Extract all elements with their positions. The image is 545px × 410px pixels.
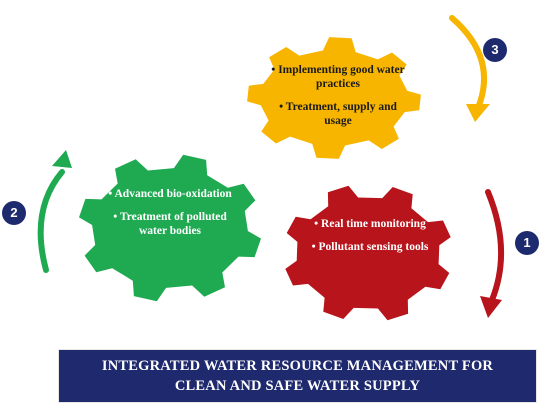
arrow-3-head <box>466 104 490 122</box>
arrow-1-curved <box>485 189 505 303</box>
title-banner: INTEGRATED WATER RESOURCE MANAGEMENT FOR… <box>58 349 537 403</box>
arrow-2-curved <box>37 169 65 273</box>
arrow-3-curved <box>449 15 487 111</box>
step-1-badge: 1 <box>515 231 539 255</box>
yellow-gear-text: • Implementing good water practices • Tr… <box>268 63 408 137</box>
yellow-gear <box>247 37 421 159</box>
red-gear-line-2: • Pollutant sensing tools <box>311 241 429 253</box>
green-gear <box>79 154 261 302</box>
step-3-badge: 3 <box>483 38 507 62</box>
green-gear-line-2: • Treatment of polluted water bodies <box>113 211 227 237</box>
arrow-1-head <box>480 296 502 318</box>
red-gear-text: • Real time monitoring • Pollutant sensi… <box>305 217 435 263</box>
red-gear <box>285 185 451 321</box>
arrow-2-head <box>52 150 72 168</box>
green-gear-line-1: • Advanced bio-oxidation <box>108 188 232 200</box>
step-2-badge: 2 <box>2 201 26 225</box>
yellow-gear-line-1: • Implementing good water practices <box>271 64 405 90</box>
yellow-gear-line-2: • Treatment, supply and usage <box>279 101 397 127</box>
green-gear-text: • Advanced bio-oxidation • Treatment of … <box>100 187 240 247</box>
banner-line-1: INTEGRATED WATER RESOURCE MANAGEMENT FOR <box>101 358 494 374</box>
banner-line-2: CLEAN AND SAFE WATER SUPPLY <box>174 378 421 394</box>
red-gear-line-1: • Real time monitoring <box>314 218 426 230</box>
